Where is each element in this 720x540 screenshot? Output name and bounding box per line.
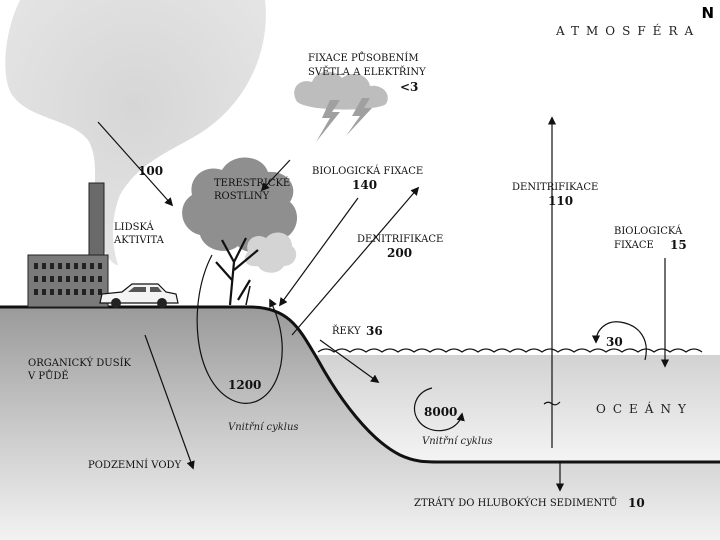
atmosphere-label: ATMOSFÉRA: [556, 24, 701, 38]
denitrification-ocean-value: 110: [548, 194, 574, 208]
human-activity-label-2: AKTIVITA: [114, 235, 164, 246]
arrow-human-activity: [97, 121, 174, 207]
fixation-light-label-1: FIXACE PŮSOBENÍM: [308, 53, 419, 64]
ocean-water: [300, 355, 720, 462]
soil-cycle-value: 1200: [228, 378, 262, 392]
smoke-cloud: [5, 0, 266, 265]
bio-fixation-ocean-label-2: FIXACE: [614, 240, 654, 251]
bio-fixation-label: BIOLOGICKÁ FIXACE: [312, 166, 424, 177]
terrestrial-plants-label-1: TERESTRICKÉ: [214, 178, 291, 189]
arrow-rivers: [319, 339, 380, 383]
bio-fixation-ocean-label-1: BIOLOGICKÁ: [614, 226, 683, 237]
denitrification-land-label: DENITRIFIKACE: [357, 234, 444, 245]
flow-arrows: [97, 116, 670, 492]
internal-cycle-land-label: Vnitřní cyklus: [228, 422, 299, 433]
ground-line: [0, 305, 720, 464]
arrow-groundwater: [144, 334, 195, 470]
sediment-loss-value: 10: [628, 496, 645, 510]
denitrification-land-value: 200: [387, 246, 413, 260]
soil-organic-label-1: ORGANICKÝ DUSÍK: [28, 358, 131, 369]
terrestrial-plants-label-2: ROSTLINY: [214, 191, 270, 202]
arrow-denitrification-land: [291, 186, 420, 336]
arrow-bio-fixation-land: [279, 197, 359, 307]
groundwater-label: PODZEMNÍ VODY: [88, 460, 182, 471]
arrow-soil-cycle: [196, 254, 283, 404]
human-activity-value: 100: [138, 164, 164, 178]
arrow-ocean-surface-cycle: [591, 321, 647, 361]
rivers-label: ŘEKY: [332, 326, 361, 337]
wave-line: [317, 348, 703, 353]
oceans-label: OCEÁNY: [596, 402, 693, 416]
sediment-loss-label: ZTRÁTY DO HLUBOKÝCH SEDIMENTŮ: [414, 498, 618, 509]
fixation-light-label-2: SVĚTLA A ELEKTŘINY: [308, 67, 426, 78]
arrow-ocean-cycle: [413, 387, 465, 432]
rivers-value: 36: [366, 324, 383, 338]
human-activity-label-1: LIDSKÁ: [114, 222, 154, 233]
corner-letter: N: [701, 4, 714, 22]
soil-organic-label-2: V PŮDĚ: [28, 371, 69, 382]
fixation-light-value: <3: [400, 80, 419, 94]
denitrification-ocean-label: DENITRIFIKACE: [512, 182, 599, 193]
arrow-lightning-fixation: [260, 159, 291, 192]
internal-cycle-ocean-label: Vnitřní cyklus: [422, 436, 493, 447]
lightning-bolt-2: [346, 98, 372, 136]
factory: [27, 182, 109, 308]
ocean-cycle-value: 8000: [424, 405, 458, 419]
lightning-bolt-1: [316, 100, 340, 142]
bio-fixation-ocean-value: 15: [670, 238, 687, 252]
car: [99, 283, 179, 308]
tree: [182, 157, 298, 306]
bio-fixation-value: 140: [352, 178, 378, 192]
ocean-break-mark: [543, 401, 561, 406]
ocean-surface-value: 30: [606, 335, 623, 349]
